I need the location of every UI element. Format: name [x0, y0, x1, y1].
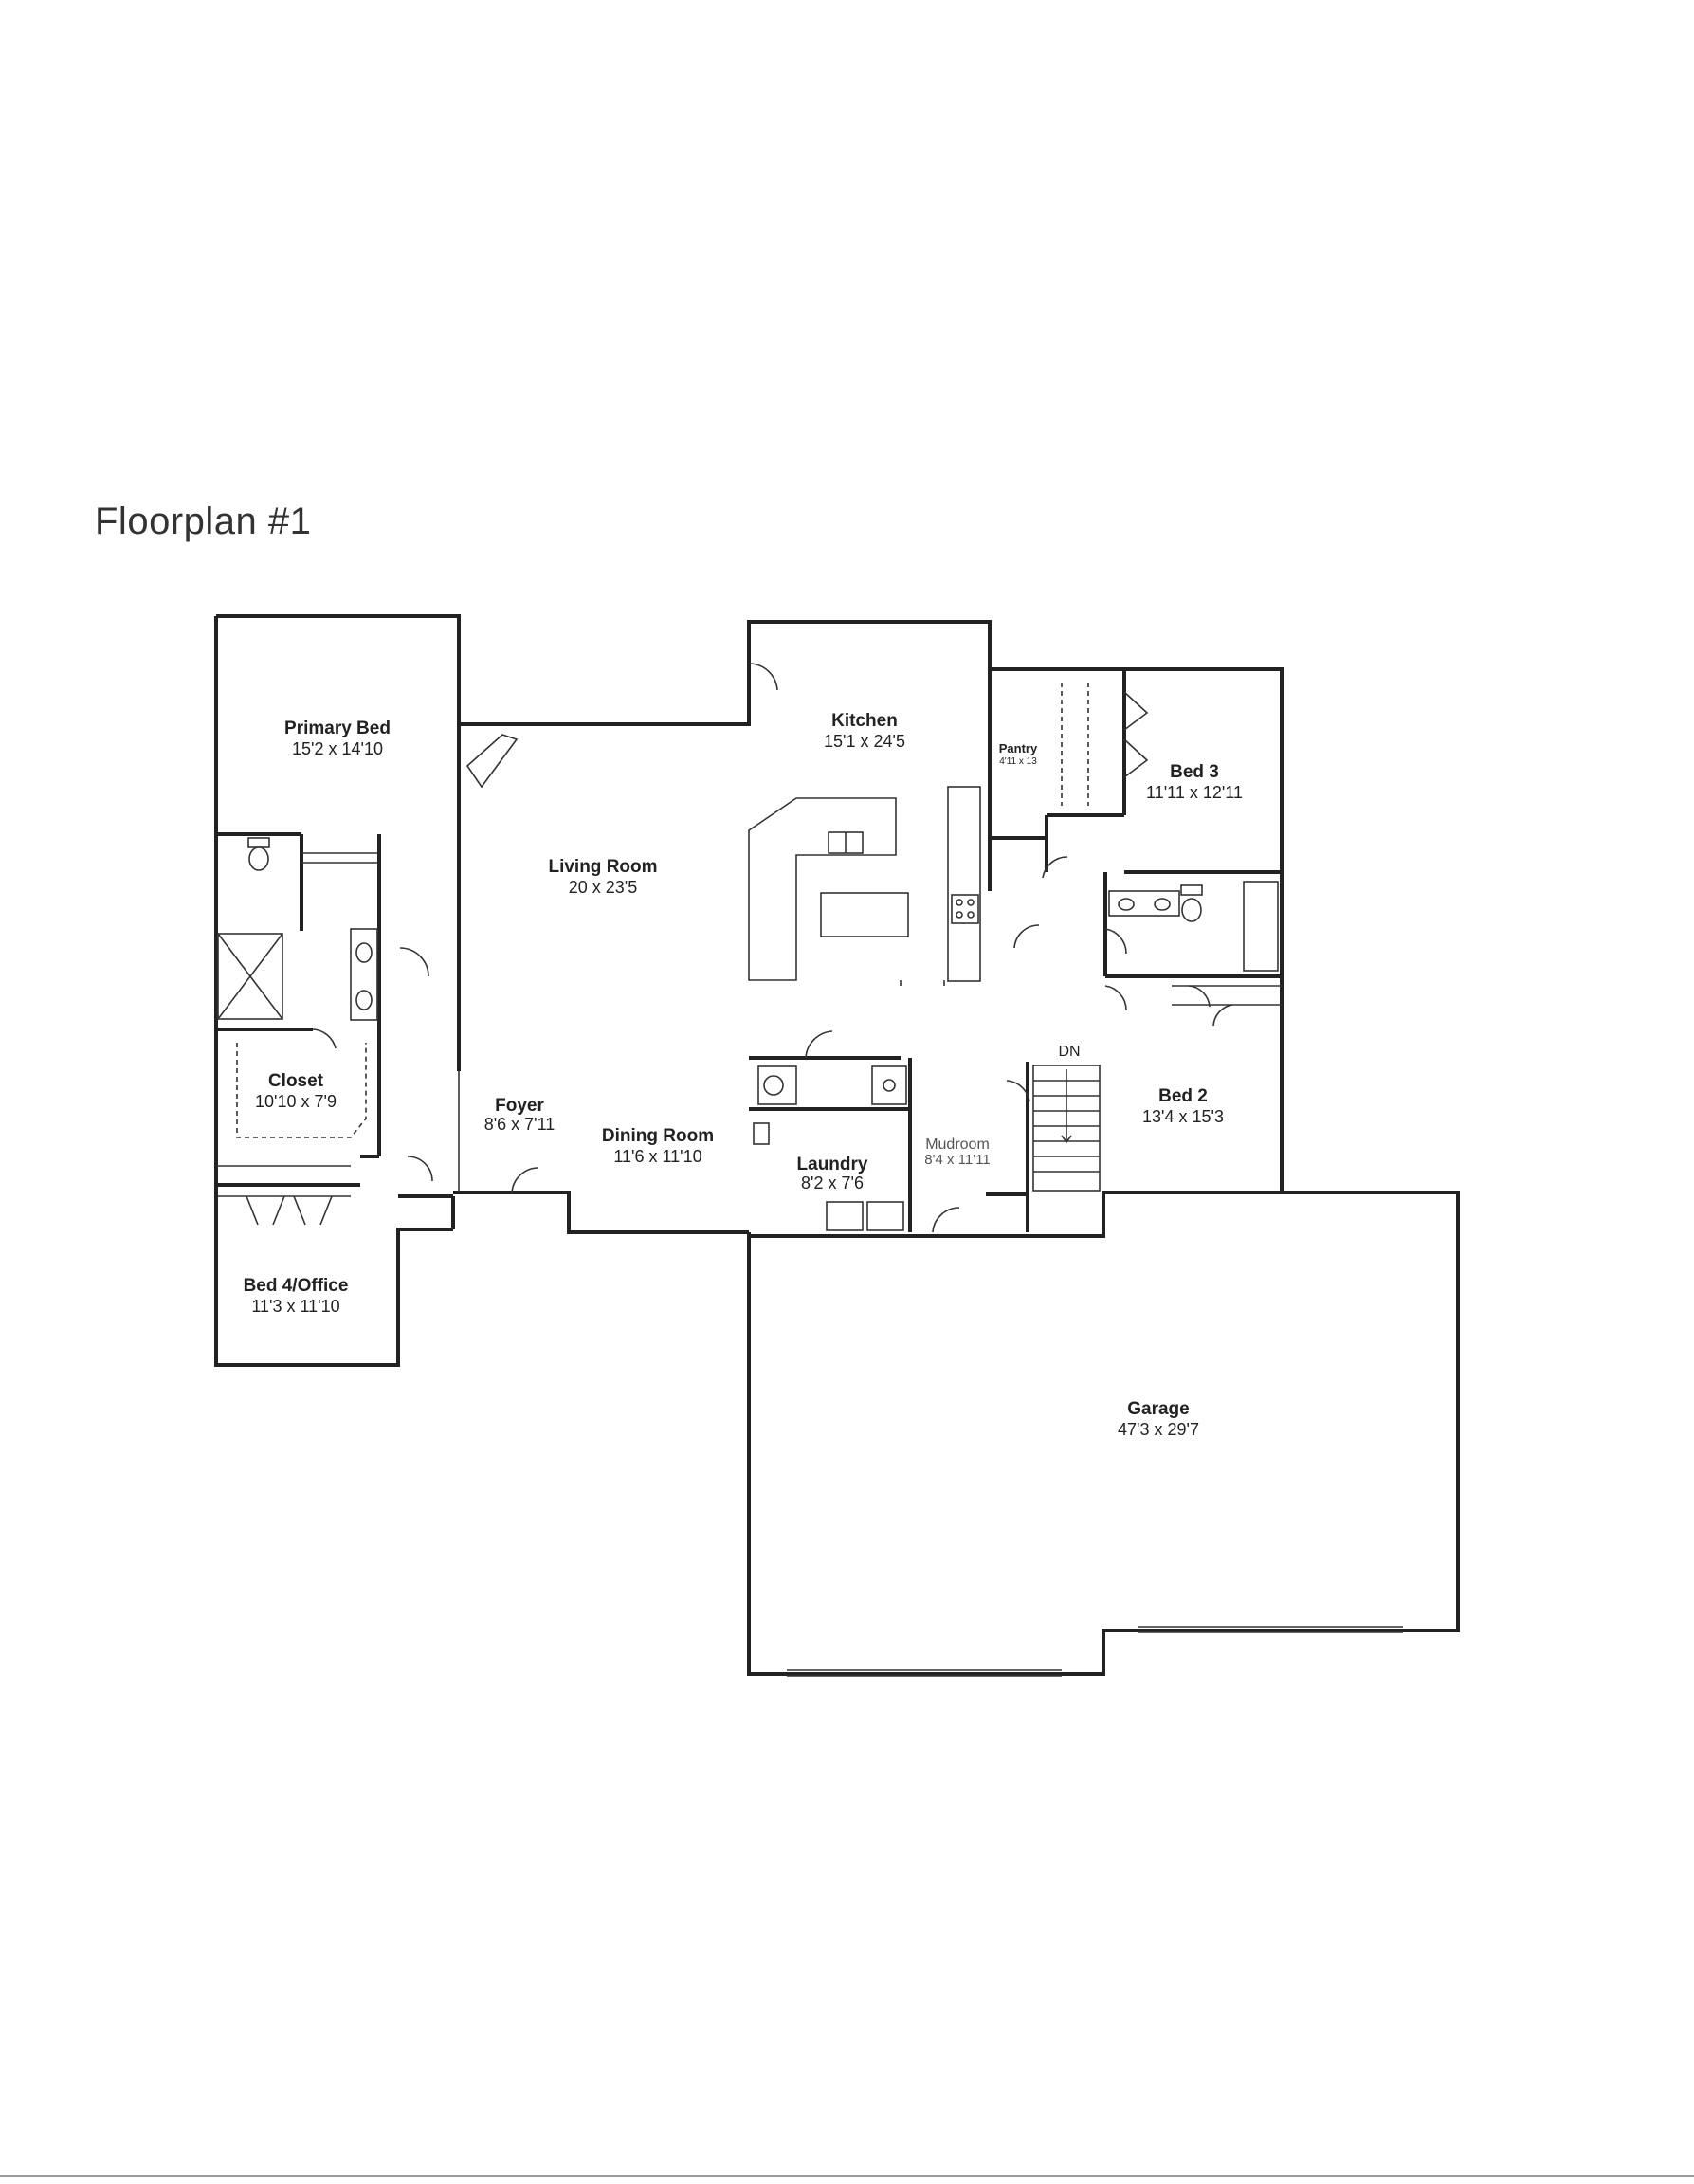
- label-bed4-office: Bed 4/Office: [244, 1276, 349, 1296]
- dim-foyer: 8'6 x 7'11: [484, 1115, 556, 1134]
- label-laundry: Laundry: [797, 1155, 868, 1174]
- stair-down-label: DN: [1058, 1044, 1080, 1060]
- label-garage: Garage: [1127, 1399, 1189, 1419]
- closet-rod: [236, 1043, 367, 1138]
- garage-doors: [787, 1626, 1403, 1677]
- laundry-walls: [749, 1056, 912, 1232]
- primary-vanity: [350, 928, 378, 1021]
- exterior-walls: [214, 614, 1460, 1676]
- dim-dining-room: 11'6 x 11'10: [613, 1147, 701, 1166]
- dim-mudroom: 8'4 x 11'11: [924, 1152, 990, 1168]
- primary-suite-walls: [216, 832, 453, 1198]
- dim-bed3: 11'11 x 12'11: [1146, 783, 1243, 802]
- living-partitions: [458, 734, 519, 1192]
- dim-bed4-office: 11'3 x 11'10: [251, 1297, 339, 1316]
- bed3-walls: [988, 669, 1282, 891]
- dim-pantry: 4'11 x 13: [999, 756, 1037, 767]
- dim-primary-bed: 15'2 x 14'10: [292, 739, 383, 758]
- label-mudroom: Mudroom: [925, 1137, 990, 1153]
- shower: [217, 933, 283, 1020]
- dim-garage: 47'3 x 29'7: [1118, 1420, 1199, 1439]
- dim-closet: 10'10 x 7'9: [255, 1092, 337, 1111]
- door-swings: [312, 663, 1233, 1233]
- label-dining-room: Dining Room: [602, 1126, 714, 1146]
- room-labels: Primary Bed 15'2 x 14'10 Kitchen 15'1 x …: [244, 711, 1243, 1439]
- stairs: [986, 1062, 1101, 1232]
- bed4-closet-doors: [246, 1195, 333, 1226]
- label-foyer: Foyer: [495, 1096, 544, 1116]
- hall-bath: [1103, 872, 1282, 1006]
- page-title: Floorplan #1: [95, 500, 312, 542]
- label-kitchen: Kitchen: [831, 711, 898, 731]
- label-pantry: Pantry: [999, 741, 1038, 755]
- dim-living-room: 20 x 23'5: [569, 878, 638, 897]
- label-bed2: Bed 2: [1158, 1086, 1208, 1106]
- label-primary-bed: Primary Bed: [284, 719, 391, 738]
- label-living-room: Living Room: [548, 857, 657, 877]
- bed3-closet-doors: [1123, 691, 1149, 778]
- dim-laundry: 8'2 x 7'6: [801, 1174, 864, 1192]
- kitchen-fixtures: [748, 786, 981, 986]
- dim-bed2: 13'4 x 15'3: [1142, 1107, 1224, 1126]
- dim-kitchen: 15'1 x 24'5: [824, 732, 905, 751]
- label-bed3: Bed 3: [1170, 762, 1219, 782]
- primary-toilet: [247, 837, 270, 871]
- label-closet: Closet: [268, 1071, 324, 1091]
